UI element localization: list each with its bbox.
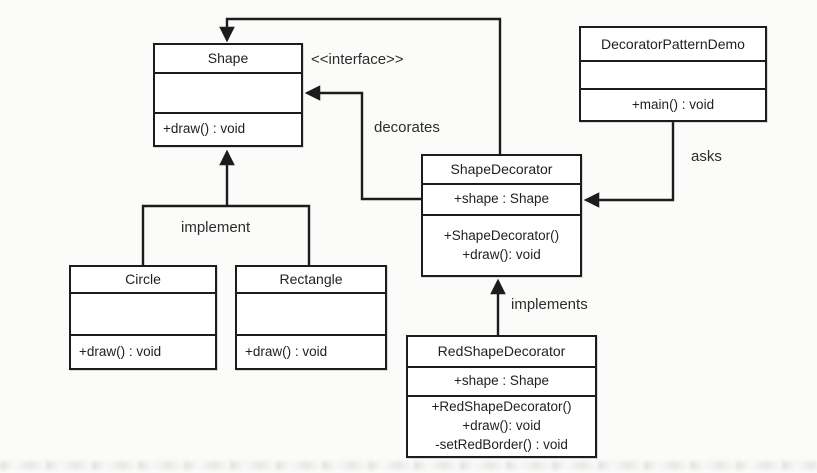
class-attributes-decorator-pattern-demo bbox=[581, 62, 765, 90]
class-attributes-shape-decorator: +shape : Shape bbox=[423, 185, 580, 216]
implements-label: implements bbox=[511, 296, 588, 313]
connector-asks bbox=[583, 122, 675, 208]
class-attributes-circle bbox=[71, 294, 215, 336]
class-box-decorator-pattern-demo: DecoratorPatternDemo +main() : void bbox=[579, 26, 767, 122]
connector-decorates bbox=[304, 85, 421, 201]
method-line: +draw(): void bbox=[462, 418, 541, 434]
attribute-line: +shape : Shape bbox=[454, 191, 549, 207]
method-line: +main() : void bbox=[631, 96, 715, 112]
method-line: +draw() : void bbox=[79, 343, 162, 359]
decorates-label: decorates bbox=[374, 119, 440, 136]
class-methods-rectangle: +draw() : void bbox=[237, 336, 385, 368]
method-line: +draw() : void bbox=[163, 121, 246, 137]
class-title-shape: Shape bbox=[155, 45, 301, 74]
class-methods-red-shape-decorator: +RedShapeDecorator() +draw(): void -setR… bbox=[408, 397, 595, 456]
attribute-line: +shape : Shape bbox=[454, 373, 549, 389]
class-title-shape-decorator: ShapeDecorator bbox=[423, 156, 580, 185]
class-box-circle: Circle +draw() : void bbox=[69, 265, 217, 370]
interface-stereotype-label: <<interface>> bbox=[311, 51, 404, 68]
class-box-rectangle: Rectangle +draw() : void bbox=[235, 265, 387, 370]
class-methods-shape-decorator: +ShapeDecorator() +draw(): void bbox=[423, 216, 580, 275]
class-box-shape-decorator: ShapeDecorator +shape : Shape +ShapeDeco… bbox=[421, 154, 582, 277]
class-title-circle: Circle bbox=[71, 267, 215, 294]
class-methods-shape: +draw() : void bbox=[155, 114, 301, 145]
class-title-decorator-pattern-demo: DecoratorPatternDemo bbox=[581, 28, 765, 62]
class-title-red-shape-decorator: RedShapeDecorator bbox=[408, 337, 595, 368]
class-methods-decorator-pattern-demo: +main() : void bbox=[581, 90, 765, 120]
class-methods-circle: +draw() : void bbox=[71, 336, 215, 368]
method-line: +draw(): void bbox=[462, 246, 541, 262]
asks-label: asks bbox=[691, 148, 722, 165]
class-attributes-red-shape-decorator: +shape : Shape bbox=[408, 368, 595, 397]
class-title-rectangle: Rectangle bbox=[237, 267, 385, 294]
class-box-shape: Shape +draw() : void bbox=[153, 43, 303, 147]
class-box-red-shape-decorator: RedShapeDecorator +shape : Shape +RedSha… bbox=[406, 335, 597, 458]
implement-label: implement bbox=[181, 219, 251, 236]
method-line: +draw() : void bbox=[245, 343, 328, 359]
method-line: -setRedBorder() : void bbox=[435, 436, 568, 452]
method-line: +ShapeDecorator() bbox=[443, 228, 560, 244]
method-line: +RedShapeDecorator() bbox=[431, 399, 572, 415]
class-attributes-rectangle bbox=[237, 294, 385, 336]
bottom-artifact-band bbox=[0, 461, 817, 470]
class-attributes-shape bbox=[155, 74, 301, 114]
